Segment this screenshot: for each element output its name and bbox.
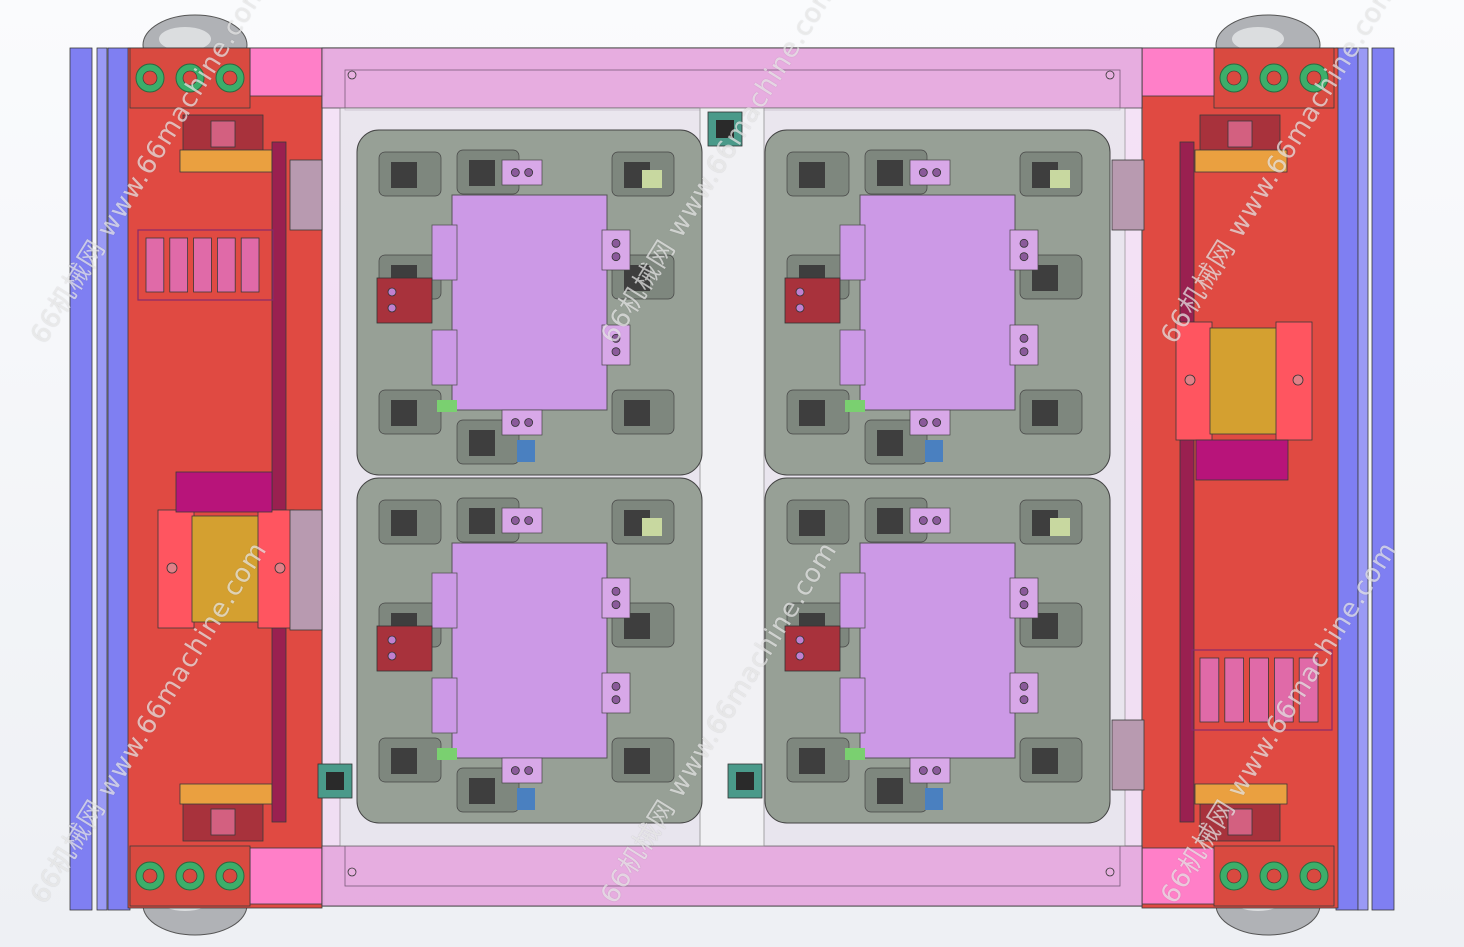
- fixture-module: [356, 129, 703, 476]
- [object SVGGElement]: [918, 418, 928, 427]
- side-block-right-top: [1111, 159, 1145, 231]
- center-channel: [699, 107, 765, 847]
- [object SVGGElement]: [387, 651, 397, 661]
- [object SVGGElement]: [510, 766, 520, 775]
- [object SVGGElement]: [387, 303, 397, 313]
- side-block-left-top: [289, 159, 323, 231]
- [object SVGGElement]: [611, 238, 621, 248]
- [object SVGGElement]: [795, 651, 805, 661]
- aluminum-profile-icon: [129, 845, 251, 907]
- [object SVGGElement]: [932, 516, 942, 525]
- cover-bottom-left: [249, 847, 325, 905]
- cover-bottom-right: [1141, 847, 1217, 905]
- [object SVGGElement]: [510, 418, 520, 427]
- sensor-icon: [317, 763, 353, 799]
- rail-right: [1335, 47, 1359, 911]
- [object SVGGElement]: [932, 418, 942, 427]
- lid-top-edge: [321, 47, 1143, 109]
- [object SVGGElement]: [1019, 600, 1029, 610]
- fixture-module: [764, 129, 1111, 476]
- aluminum-profile-icon: [1213, 47, 1335, 109]
- orange-block-right-top: [1194, 149, 1288, 173]
- rail-right-outer: [1371, 47, 1395, 911]
- [object SVGGElement]: [510, 516, 520, 525]
- [object SVGGElement]: [510, 168, 520, 177]
- [object SVGGElement]: [918, 168, 928, 177]
- [object SVGGElement]: [524, 418, 534, 427]
- rod-right: [1179, 141, 1195, 823]
- lid-screw: [347, 70, 357, 80]
- aluminum-profile-icon: [1213, 845, 1335, 907]
- lid-bottom-edge: [321, 845, 1143, 907]
- [object SVGGElement]: [1019, 347, 1029, 357]
- [object SVGGElement]: [1019, 252, 1029, 262]
- sensor-icon: [727, 763, 763, 799]
- [object SVGGElement]: [611, 586, 621, 596]
- magenta-block-right: [1195, 439, 1289, 481]
- slider-block-icon: [1199, 802, 1281, 842]
- [object SVGGElement]: [387, 287, 397, 297]
- drag-chain-icon: [137, 229, 274, 301]
- [object SVGGElement]: [795, 303, 805, 313]
- rod-left: [271, 141, 287, 823]
- slider-block-icon: [1199, 114, 1281, 154]
- [object SVGGElement]: [611, 695, 621, 705]
- orange-block-left-bottom: [179, 783, 273, 805]
- rail-right-inner: [1357, 47, 1369, 911]
- [object SVGGElement]: [932, 168, 942, 177]
- [object SVGGElement]: [918, 766, 928, 775]
- [object SVGGElement]: [795, 635, 805, 645]
- [object SVGGElement]: [932, 766, 942, 775]
- orange-block-right-bottom: [1194, 783, 1288, 805]
- [object SVGGElement]: [611, 600, 621, 610]
- slider-block-icon: [182, 802, 264, 842]
- [object SVGGElement]: [1019, 238, 1029, 248]
- [object SVGGElement]: [524, 168, 534, 177]
- [object SVGGElement]: [1019, 333, 1029, 343]
- [object SVGGElement]: [611, 347, 621, 357]
- motor-icon: [1175, 321, 1313, 441]
- [object SVGGElement]: [611, 333, 621, 343]
- [object SVGGElement]: [611, 252, 621, 262]
- side-block-right-bottom: [1111, 719, 1145, 791]
- lid-screw: [1105, 867, 1115, 877]
- [object SVGGElement]: [918, 516, 928, 525]
- [object SVGGElement]: [1019, 586, 1029, 596]
- slider-block-icon: [182, 114, 264, 154]
- orange-block-left-top: [179, 149, 273, 173]
- [object SVGGElement]: [1019, 681, 1029, 691]
- [object SVGGElement]: [524, 516, 534, 525]
- [object SVGGElement]: [795, 287, 805, 297]
- lid-screw: [1105, 70, 1115, 80]
- side-block-left-mid: [289, 509, 323, 631]
- [object SVGGElement]: [387, 635, 397, 645]
- cover-top-right: [1141, 47, 1217, 97]
- drag-chain-icon: [1191, 649, 1333, 731]
- aluminum-profile-icon: [129, 47, 251, 109]
- rail-left: [107, 47, 131, 911]
- lid-screw: [347, 867, 357, 877]
- motor-icon: [157, 509, 295, 629]
- [object SVGGElement]: [524, 766, 534, 775]
- rail-left-inner: [96, 47, 108, 911]
- fixture-module: [356, 477, 703, 824]
- [object SVGGElement]: [611, 681, 621, 691]
- [object SVGGElement]: [1019, 695, 1029, 705]
- magenta-block-left: [175, 471, 273, 513]
- cover-top-left: [249, 47, 325, 97]
- rail-left-outer: [69, 47, 93, 911]
- fixture-module: [764, 477, 1111, 824]
- sensor-icon: [707, 111, 743, 147]
